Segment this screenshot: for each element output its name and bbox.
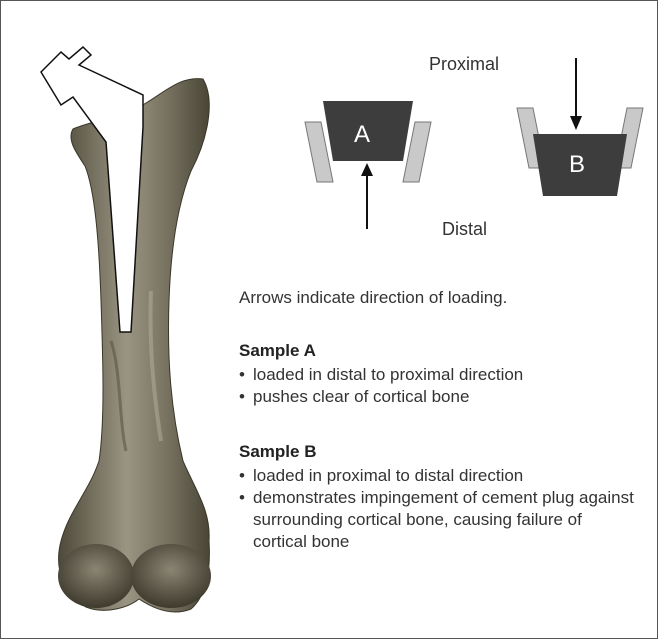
loading-note: Arrows indicate direction of loading. <box>239 288 507 308</box>
sample-a-section: Sample A loaded in distal to proximal di… <box>239 341 523 408</box>
proximal-label: Proximal <box>429 54 499 75</box>
block-a-label: A <box>354 121 370 149</box>
femur-bone-image <box>31 41 231 621</box>
sample-b-title: Sample B <box>239 442 639 462</box>
distal-label: Distal <box>442 219 487 240</box>
block-b-label: B <box>569 151 585 179</box>
femur-condyle-right <box>131 544 211 608</box>
femur-condyle-left <box>58 544 134 608</box>
list-item: loaded in distal to proximal direction <box>239 364 523 386</box>
list-item: pushes clear of cortical bone <box>239 386 523 408</box>
list-item: loaded in proximal to distal direction <box>239 465 639 487</box>
sample-a-title: Sample A <box>239 341 523 361</box>
list-item: demonstrates impingement of cement plug … <box>239 487 639 553</box>
sample-b-arrow-head <box>570 116 582 130</box>
sample-b-section: Sample B loaded in proximal to distal di… <box>239 442 639 553</box>
sample-a-bullets: loaded in distal to proximal direction p… <box>239 364 523 408</box>
sample-a-arrow-head <box>361 163 373 176</box>
sample-b-bullets: loaded in proximal to distal direction d… <box>239 465 639 553</box>
